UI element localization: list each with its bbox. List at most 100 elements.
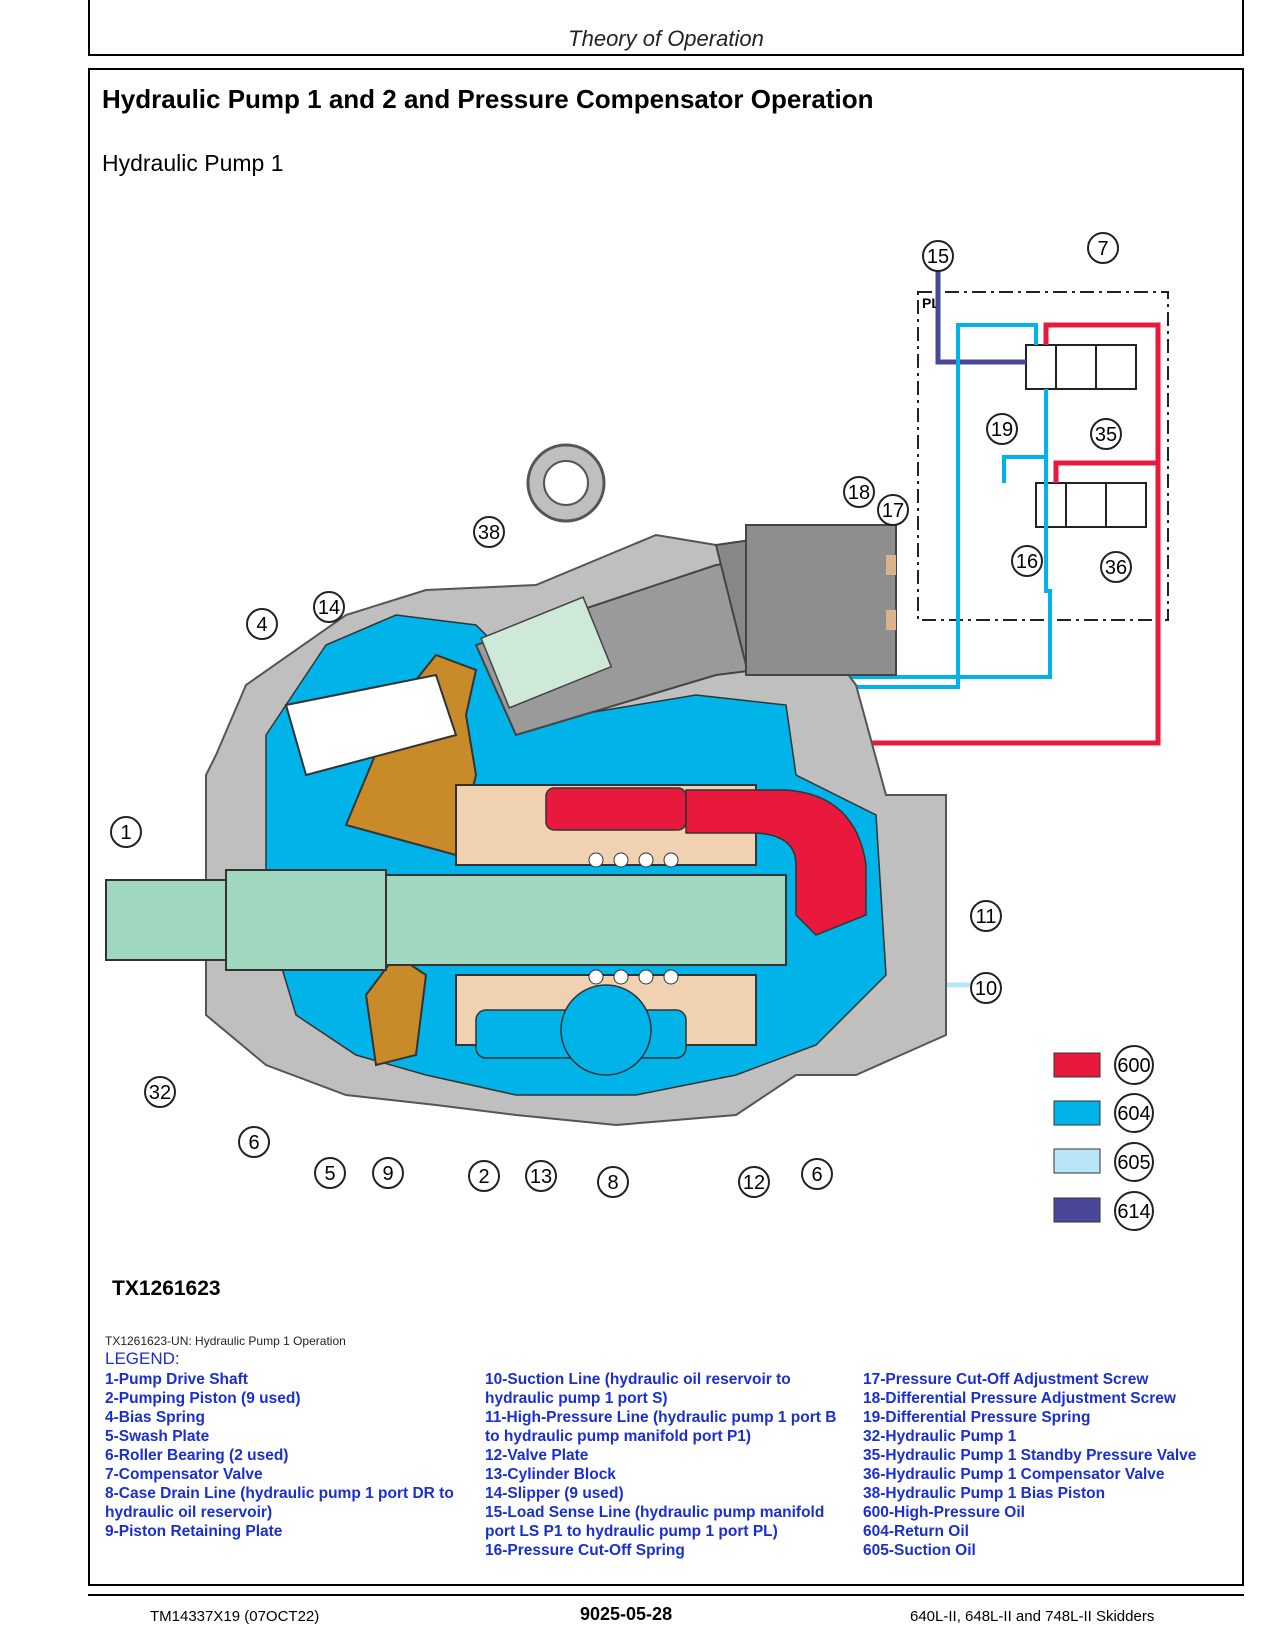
legend-item: 14-Slipper (9 used) <box>485 1485 624 1502</box>
callout-8: 8 <box>607 1172 618 1194</box>
legend-item: 605-Suction Oil <box>863 1542 976 1559</box>
pumping-piston-high <box>545 787 687 831</box>
bias-spring <box>284 673 458 777</box>
legend-item: 35-Hydraulic Pump 1 Standby Pressure Val… <box>863 1447 1197 1464</box>
legend-item: 16-Pressure Cut-Off Spring <box>485 1542 685 1559</box>
footer-doc-id: TM14337X19 (07OCT22) <box>150 1608 320 1625</box>
pressure-adjustment-body <box>745 524 897 676</box>
callout-13: 13 <box>530 1166 552 1188</box>
callout-2-circle <box>468 1160 500 1192</box>
callout-13-circle <box>525 1160 557 1192</box>
callout-35: 35 <box>1095 424 1117 446</box>
legend-item: 12-Valve Plate <box>485 1447 589 1464</box>
figure-id: TX1261623 <box>112 1277 221 1300</box>
legend-column-2: 10-Suction Line (hydraulic oil reservoir… <box>485 1370 855 1560</box>
legend-item: 7-Compensator Valve <box>105 1466 263 1483</box>
footer-models: 640L-II, 648L-II and 748L-II Skidders <box>910 1608 1155 1625</box>
callout-38: 38 <box>478 522 500 544</box>
callout-5-circle <box>314 1157 346 1189</box>
callout-16-circle <box>1011 545 1043 577</box>
legend-column-1: 1-Pump Drive Shaft 2-Pumping Piston (9 u… <box>105 1370 475 1541</box>
callout-14: 14 <box>318 597 340 619</box>
footer-rule <box>88 1594 1244 1596</box>
callout-15-circle <box>922 240 954 272</box>
legend-item: 8-Case Drain Line (hydraulic pump 1 port… <box>105 1485 459 1521</box>
callout-10: 10 <box>975 978 997 1000</box>
page-subtitle: Hydraulic Pump 1 <box>102 150 284 176</box>
callout-6: 6 <box>811 1164 822 1186</box>
color-key-614-swatch <box>1053 1197 1101 1223</box>
legend-column-3: 17-Pressure Cut-Off Adjustment Screw 18-… <box>863 1370 1243 1560</box>
callout-17: 17 <box>882 500 904 522</box>
footer-page-number: 9025-05-28 <box>580 1604 673 1624</box>
callout-12: 12 <box>743 1172 765 1194</box>
legend-item: 5-Swash Plate <box>105 1428 210 1445</box>
color-key-605-label: 605 <box>1117 1152 1150 1174</box>
callout-15: 15 <box>927 246 949 268</box>
legend-item: 32-Hydraulic Pump 1 <box>863 1428 1017 1445</box>
callout-36: 36 <box>1105 557 1127 579</box>
legend-item: 19-Differential Pressure Spring <box>863 1409 1091 1426</box>
compensator-box <box>917 291 1169 621</box>
figure-caption: TX1261623-UN: Hydraulic Pump 1 Operation <box>105 1334 346 1348</box>
pump-illustration: PL <box>105 232 1169 1231</box>
legend-item: 36-Hydraulic Pump 1 Compensator Valve <box>863 1466 1165 1483</box>
callout-4-circle <box>246 608 278 640</box>
callout-11-circle <box>970 900 1002 932</box>
callout-35-circle <box>1090 418 1122 450</box>
legend-item: 6-Roller Bearing (2 used) <box>105 1447 289 1464</box>
callout-38-circle <box>473 516 505 548</box>
legend-item: 604-Return Oil <box>863 1523 969 1540</box>
legend-item: 15-Load Sense Line (hydraulic pump manif… <box>485 1504 829 1540</box>
content-frame <box>88 68 1244 1586</box>
color-key-614-label: 614 <box>1117 1201 1150 1223</box>
callout-10-circle <box>970 972 1002 1004</box>
callout-16: 16 <box>1016 551 1038 573</box>
page-header: Theory of Operation <box>88 0 1244 56</box>
pump-drive-shaft <box>105 879 227 961</box>
legend-item: 38-Hydraulic Pump 1 Bias Piston <box>863 1485 1106 1502</box>
callout-9-circle <box>372 1157 404 1189</box>
color-key-605-swatch <box>1053 1148 1101 1174</box>
callout-9: 9 <box>382 1163 393 1185</box>
callout-19: 19 <box>991 419 1013 441</box>
callout-14-circle <box>313 591 345 623</box>
callout-36-circle <box>1100 551 1132 583</box>
callout-18-circle <box>843 476 875 508</box>
color-key-600-label: 600 <box>1117 1055 1150 1077</box>
callout-6-circle <box>238 1126 270 1158</box>
callout-2: 2 <box>478 1166 489 1188</box>
callout-17-circle <box>877 494 909 526</box>
callout-18: 18 <box>848 482 870 504</box>
callout-7-circle <box>1087 232 1119 264</box>
legend-item: 4-Bias Spring <box>105 1409 205 1426</box>
callout-32: 32 <box>149 1082 171 1104</box>
callout-6: 6 <box>248 1132 259 1154</box>
callout-6-circle <box>801 1158 833 1190</box>
callout-4: 4 <box>256 614 267 636</box>
legend-title: LEGEND: <box>105 1349 180 1368</box>
valve-36 <box>1035 482 1147 528</box>
legend-item: 17-Pressure Cut-Off Adjustment Screw <box>863 1371 1149 1388</box>
valve-35 <box>1025 344 1137 390</box>
case-drain-port <box>560 984 652 1076</box>
callout-19-circle <box>986 413 1018 445</box>
callout-12-circle <box>738 1166 770 1198</box>
legend-item: 1-Pump Drive Shaft <box>105 1371 248 1388</box>
legend-item: 9-Piston Retaining Plate <box>105 1523 283 1540</box>
page-title: Hydraulic Pump 1 and 2 and Pressure Comp… <box>102 84 874 114</box>
color-key-600-swatch <box>1053 1052 1101 1078</box>
callout-11: 11 <box>976 906 997 928</box>
bias-piston-spring <box>480 596 613 709</box>
legend-item: 11-High-Pressure Line (hydraulic pump 1 … <box>485 1409 841 1445</box>
callout-1-circle <box>110 816 142 848</box>
legend-item: 600-High-Pressure Oil <box>863 1504 1025 1521</box>
color-key-604-label: 604 <box>1117 1103 1150 1125</box>
section-title: Theory of Operation <box>568 26 764 51</box>
legend-item: 10-Suction Line (hydraulic oil reservoir… <box>485 1371 796 1407</box>
callout-7: 7 <box>1097 238 1108 260</box>
legend-item: 13-Cylinder Block <box>485 1466 616 1483</box>
callout-8-circle <box>597 1166 629 1198</box>
callout-32-circle <box>144 1076 176 1108</box>
callout-1: 1 <box>120 822 131 844</box>
